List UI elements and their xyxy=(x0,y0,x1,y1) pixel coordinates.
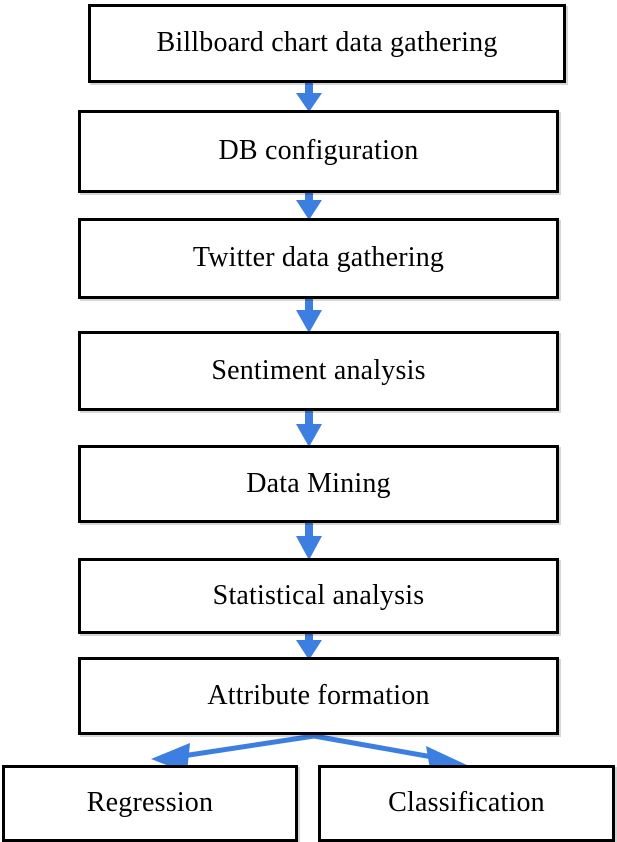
node-statistical-analysis[interactable]: Statistical analysis xyxy=(78,558,559,634)
node-label: Data Mining xyxy=(246,467,391,499)
node-label: DB configuration xyxy=(218,135,419,167)
arrow-billboard-to-db-config xyxy=(296,82,322,112)
node-twitter-data-gathering[interactable]: Twitter data gathering xyxy=(78,218,559,299)
node-label: Classification xyxy=(388,787,545,819)
arrow-statistical-to-attribute xyxy=(296,632,322,660)
arrow-data-mining-to-statistical xyxy=(296,521,322,560)
node-attribute-formation[interactable]: Attribute formation xyxy=(78,657,559,735)
arrow-twitter-to-sentiment xyxy=(296,296,322,333)
node-billboard-chart-data-gathering[interactable]: Billboard chart data gathering xyxy=(88,4,566,83)
node-label: Twitter data gathering xyxy=(192,242,445,274)
node-label: Regression xyxy=(86,787,214,819)
node-classification[interactable]: Classification xyxy=(318,765,615,842)
node-data-mining[interactable]: Data Mining xyxy=(78,445,559,523)
node-label: Statistical analysis xyxy=(212,579,425,611)
arrow-sentiment-to-data-mining xyxy=(296,409,322,447)
node-label: Attribute formation xyxy=(207,679,430,711)
node-label: Sentiment analysis xyxy=(211,354,426,386)
node-db-configuration[interactable]: DB configuration xyxy=(78,110,559,193)
node-regression[interactable]: Regression xyxy=(2,765,298,842)
node-label: Billboard chart data gathering xyxy=(156,27,498,59)
node-sentiment-analysis[interactable]: Sentiment analysis xyxy=(78,331,559,411)
arrow-db-config-to-twitter xyxy=(296,190,322,220)
